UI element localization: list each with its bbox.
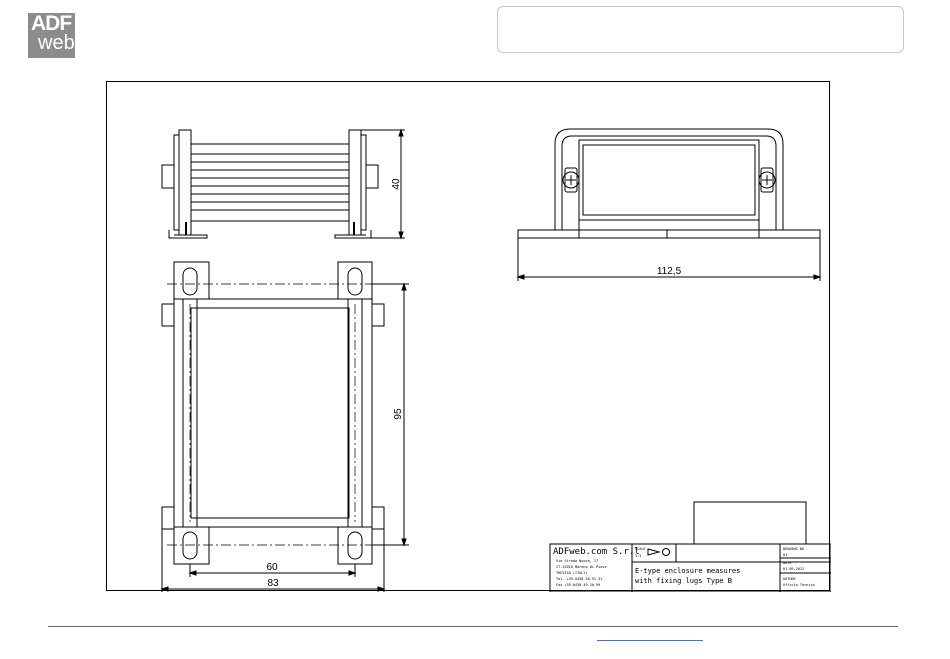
dim-length-95: 95 — [393, 408, 404, 420]
date-value: 01-09-2012 — [783, 567, 804, 571]
author-label: AUTHOR — [783, 577, 797, 581]
technical-drawing: 40 112,5 95 60 83 ADFweb.com S.r.l Via S… — [107, 82, 831, 592]
company-name: ADFweb.com S.r.l — [553, 547, 640, 557]
dim-hole-spacing-60: 60 — [266, 562, 278, 573]
footer-link[interactable] — [597, 628, 703, 641]
drawing-title-line-1: E-type enclosure measures — [635, 567, 740, 575]
logo-text-web: web — [38, 32, 75, 55]
drawing-no-label: DRAWING NO — [783, 547, 804, 551]
drawing-title-line-2: with fixing lugs Type B — [635, 577, 732, 585]
stamp-box — [694, 502, 806, 544]
drawing-no-value: 01 — [783, 553, 787, 557]
scale-value: 1:1 — [635, 554, 641, 558]
footer-divider — [48, 626, 898, 627]
adfweb-logo: ADF web — [28, 13, 75, 58]
side-view — [162, 130, 405, 238]
front-view — [518, 129, 820, 281]
address-line-4: Tel. +39.0438.30.91.31 — [556, 577, 602, 581]
date-label: DATE — [783, 561, 791, 565]
header-info-box — [497, 6, 904, 53]
address-line-5: Fax +39.0438.49.20.99 — [556, 583, 600, 587]
address-line-3: TREVISO (ITALY) — [556, 571, 588, 575]
address-line-1: Via Strada Nuova, 17 — [556, 559, 598, 563]
technical-drawing-frame: 40 112,5 95 60 83 ADFweb.com S.r.l Via S… — [106, 81, 830, 591]
dim-height-40: 40 — [391, 178, 402, 190]
author-value: Ufficio Tecnico — [783, 583, 815, 587]
dim-overall-width-83: 83 — [267, 578, 279, 589]
top-view — [162, 262, 409, 592]
scale-label: SCALE — [635, 547, 646, 551]
dim-width-112-5: 112,5 — [657, 266, 682, 277]
address-line-2: IT-31010 Mareno di Piave — [556, 565, 607, 569]
